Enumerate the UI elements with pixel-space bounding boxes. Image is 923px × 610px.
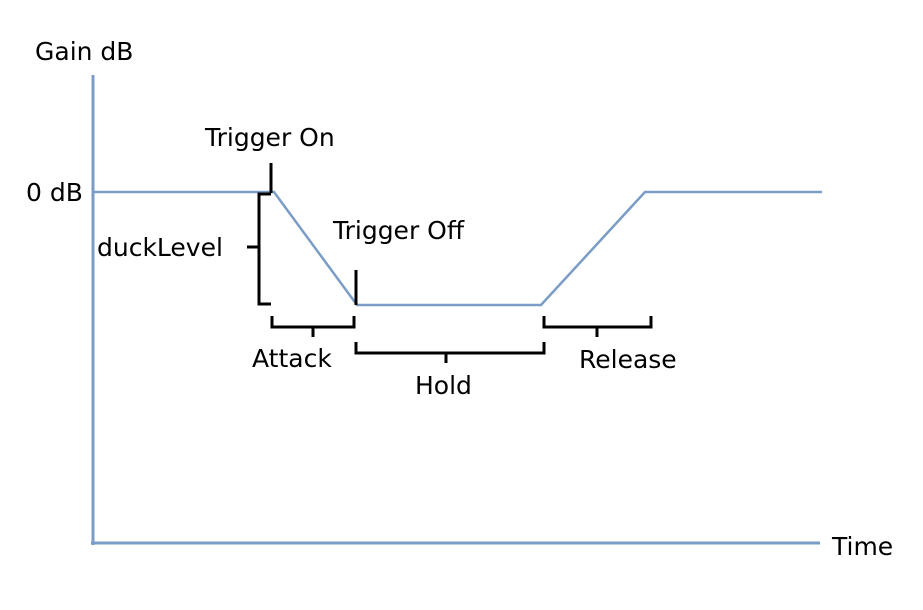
hold-label: Hold (415, 371, 472, 400)
zero-db-label: 0 dB (26, 178, 83, 207)
trigger-off-label: Trigger Off (332, 216, 465, 245)
duck-level-bracket (247, 192, 271, 306)
attack-bracket (270, 316, 356, 337)
release-label: Release (579, 345, 677, 374)
release-bracket (542, 316, 653, 337)
attack-label: Attack (252, 344, 332, 373)
hold-bracket (354, 342, 546, 363)
x-axis-label: Time (831, 532, 893, 561)
duck-level-label: duckLevel (97, 233, 223, 262)
trigger-on-label: Trigger On (204, 123, 335, 152)
gain-envelope-curve (93, 190, 822, 307)
y-axis-label: Gain dB (35, 37, 133, 66)
